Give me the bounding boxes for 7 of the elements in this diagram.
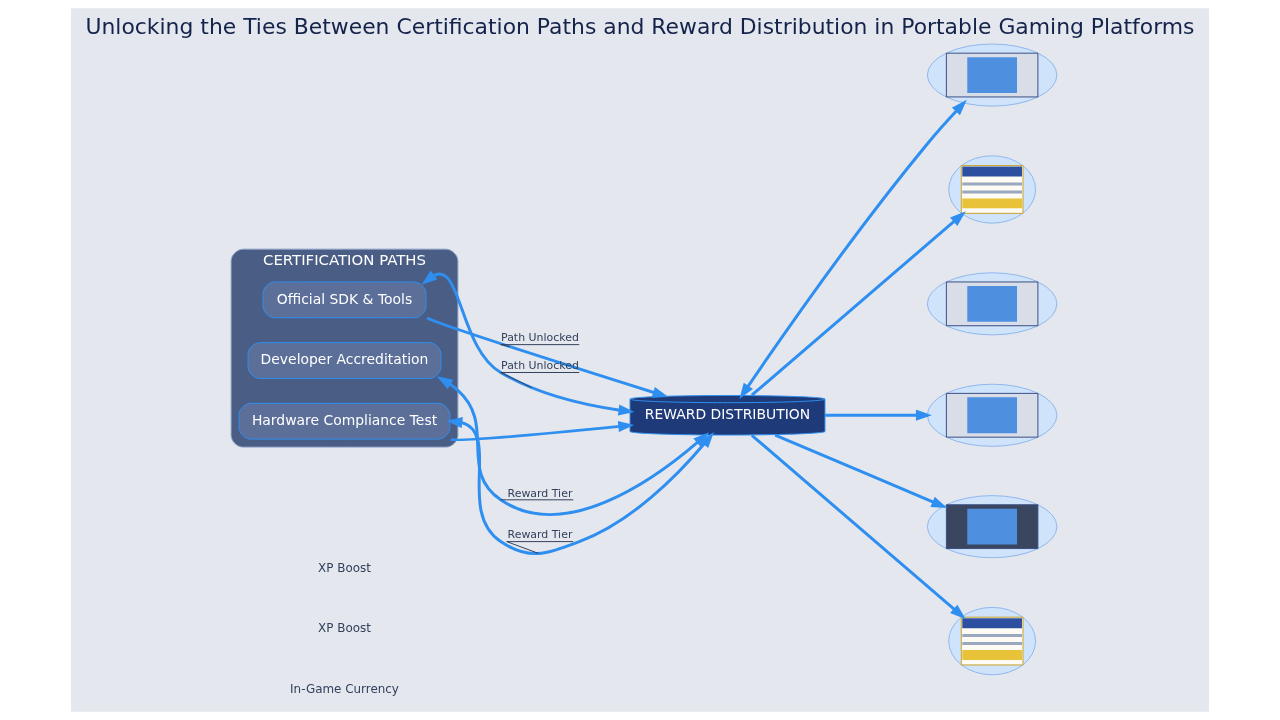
edge-label: Path Unlocked	[501, 331, 579, 345]
edge-label: Reward Tier	[507, 528, 573, 542]
label: In-Game Currency	[290, 681, 399, 696]
label: XP Boost	[318, 560, 371, 575]
edge-label: Reward Tier	[507, 486, 573, 500]
label: XP Boost	[318, 621, 371, 636]
diagram-title: Unlocking the Ties Between Certification Paths and Reward Distribution in Portable Gaming Platforms	[85, 13, 1195, 39]
